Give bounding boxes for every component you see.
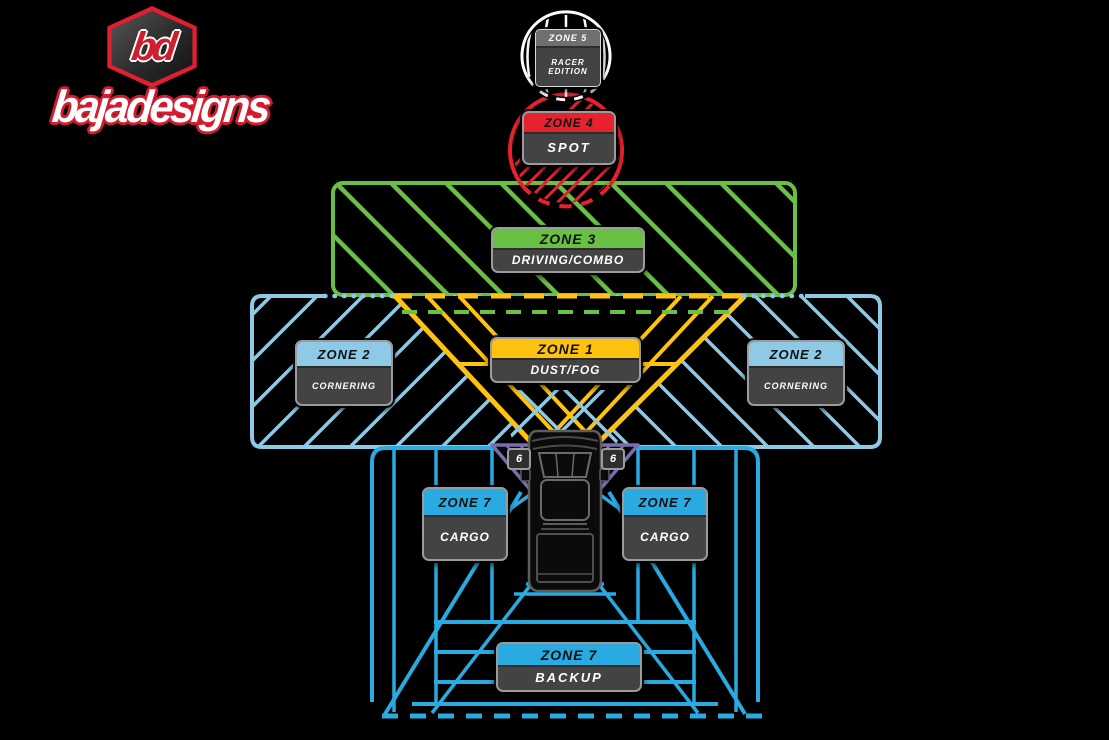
bd-hexagon-icon: bd xyxy=(107,6,197,88)
zone7-cargo-left-body: CARGO xyxy=(440,530,490,545)
zone1-badge: ZONE 1 DUST/FOG xyxy=(490,337,641,383)
brand-wordmark: bajadesigns xyxy=(49,82,271,133)
zone7-backup-body: BACKUP xyxy=(535,670,603,686)
zone6-right-label: 6 xyxy=(609,453,617,465)
zone6-chip-right: 6 xyxy=(601,448,625,470)
zone2-left-body: CORNERING xyxy=(311,380,376,391)
zone7-cargo-right-header: ZONE 7 xyxy=(624,489,706,517)
zone1-header: ZONE 1 xyxy=(492,339,639,360)
zone1-body: DUST/FOG xyxy=(530,362,601,377)
zone6-chip-left: 6 xyxy=(507,448,531,470)
zone4-body: SPOT xyxy=(547,140,591,156)
zone7-cargo-left-header: ZONE 7 xyxy=(424,489,506,517)
zone2-right-body: CORNERING xyxy=(763,380,828,391)
zone7-badge-backup: ZONE 7 BACKUP xyxy=(496,642,642,692)
zone2-badge-left: ZONE 2 CORNERING xyxy=(295,340,393,406)
zone3-body: DRIVING/COMBO xyxy=(511,252,625,267)
zone2-right-header: ZONE 2 xyxy=(749,342,843,368)
zone2-left-header: ZONE 2 xyxy=(297,342,391,368)
zone7-backup-header: ZONE 7 xyxy=(498,644,640,667)
zone3-badge: ZONE 3 DRIVING/COMBO xyxy=(491,227,645,273)
zone5-body: RACER EDITION xyxy=(548,57,588,76)
zone6-left-label: 6 xyxy=(515,453,523,465)
zone5-header: ZONE 5 xyxy=(536,30,600,48)
zone7-badge-cargo-left: ZONE 7 CARGO xyxy=(422,487,508,561)
baja-designs-logo: bd bajadesigns xyxy=(18,4,308,132)
zone4-badge: ZONE 4 SPOT xyxy=(522,111,616,165)
bd-monogram: bd xyxy=(128,24,176,69)
zone3-header: ZONE 3 xyxy=(493,229,643,250)
truck-top-view-icon xyxy=(520,429,610,593)
zone7-cargo-right-body: CARGO xyxy=(640,530,690,545)
zone7-badge-cargo-right: ZONE 7 CARGO xyxy=(622,487,708,561)
zone4-header: ZONE 4 xyxy=(524,113,614,134)
zone2-badge-right: ZONE 2 CORNERING xyxy=(747,340,845,406)
zone5-badge: ZONE 5 RACER EDITION xyxy=(535,29,601,87)
